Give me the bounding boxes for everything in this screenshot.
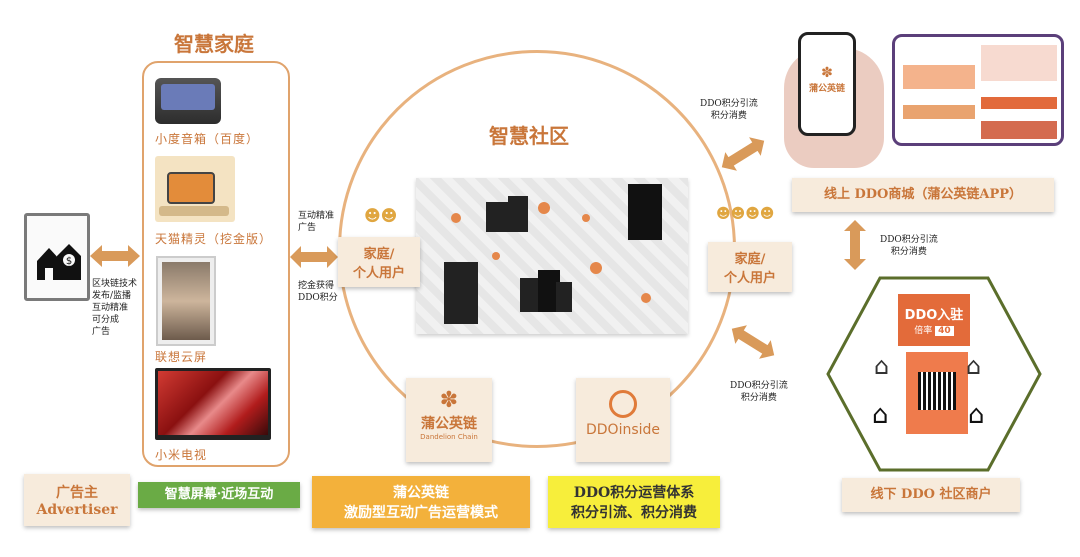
incentive-ad-model-box: 蒲公英链 激励型互动广告运营模式 [312,476,530,528]
right-arrow-top-text: DDO积分引流 积分消费 [700,99,758,121]
svg-text:$: $ [66,256,72,267]
app-screenshot [892,34,1064,146]
phone-image: ✽ 蒲公英链 [798,32,856,136]
xiaomi-tv-image [155,368,271,440]
device-label: 小度音箱（百度） [155,132,260,146]
house-filled-icon: ⌂ [872,400,889,430]
smart-home-title: 智慧家庭 [174,32,254,56]
home-community-double-arrow [290,246,338,268]
online-offline-double-arrow [844,220,866,270]
user-box-left: 家庭/ 个人用户 [338,237,420,287]
advertiser-house-icon: $ [24,213,90,301]
ddo-poster: DDO入驻 倍率 40 [898,294,970,346]
right-arrow-mid-text: DDO积分引流 积分消费 [880,235,938,257]
left-arrow-text: 区块链技术 发布/监播 互动精准 可分成 广告 [92,279,138,337]
device-label: 联想云屏 [155,350,208,364]
family-icon: ☻☻☻☻ [716,206,775,222]
advertiser-box: 广告主 Advertiser [24,474,130,526]
mid-arrow-top-text: 互动精准 广告 [298,211,335,233]
qr-code-poster [906,352,968,434]
offline-merchant-label: 线下 DDO 社区商户 [842,478,1020,512]
city-map-image [416,178,688,334]
ddo-ring-icon [609,390,637,418]
house-outline-icon: ⌂ [874,352,890,380]
mid-arrow-bottom-text: 挖金获得 DDO积分 [298,281,338,303]
xiaodu-speaker-image [155,78,221,124]
smart-home-panel [142,61,290,467]
right-arrow-bottom-text: DDO积分引流 积分消费 [730,381,788,403]
tmall-genie-image [155,156,235,222]
dandelion-chain-logo: ✽ 蒲公英链 Dandelion Chain [406,378,492,462]
house-sparkle-icon: ⌂ [966,352,982,380]
smart-screens-box: 智慧屏幕·近场互动 [138,482,300,508]
advertiser-double-arrow [90,245,140,267]
device-label: 小米电视 [155,448,208,462]
house-heart-icon: ⌂ [968,400,985,430]
device-label: 天猫精灵（挖金版） [155,232,273,246]
ddo-inside-logo: DDOinside [576,378,670,462]
offline-double-arrow [731,325,775,359]
app-double-arrow [721,137,765,171]
user-box-right: 家庭/ 个人用户 [708,242,792,292]
ddo-points-system-box: DDO积分运营体系 积分引流、积分消费 [548,476,720,528]
smart-community-title: 智慧社区 [489,124,569,148]
lenovo-screen-image [156,256,216,346]
family-icon: ☻☻ [364,206,398,225]
dandelion-icon: ✽ [439,388,459,413]
dandelion-icon: ✽ [821,65,833,81]
online-mall-label: 线上 DDO商城（蒲公英链APP） [792,178,1054,212]
